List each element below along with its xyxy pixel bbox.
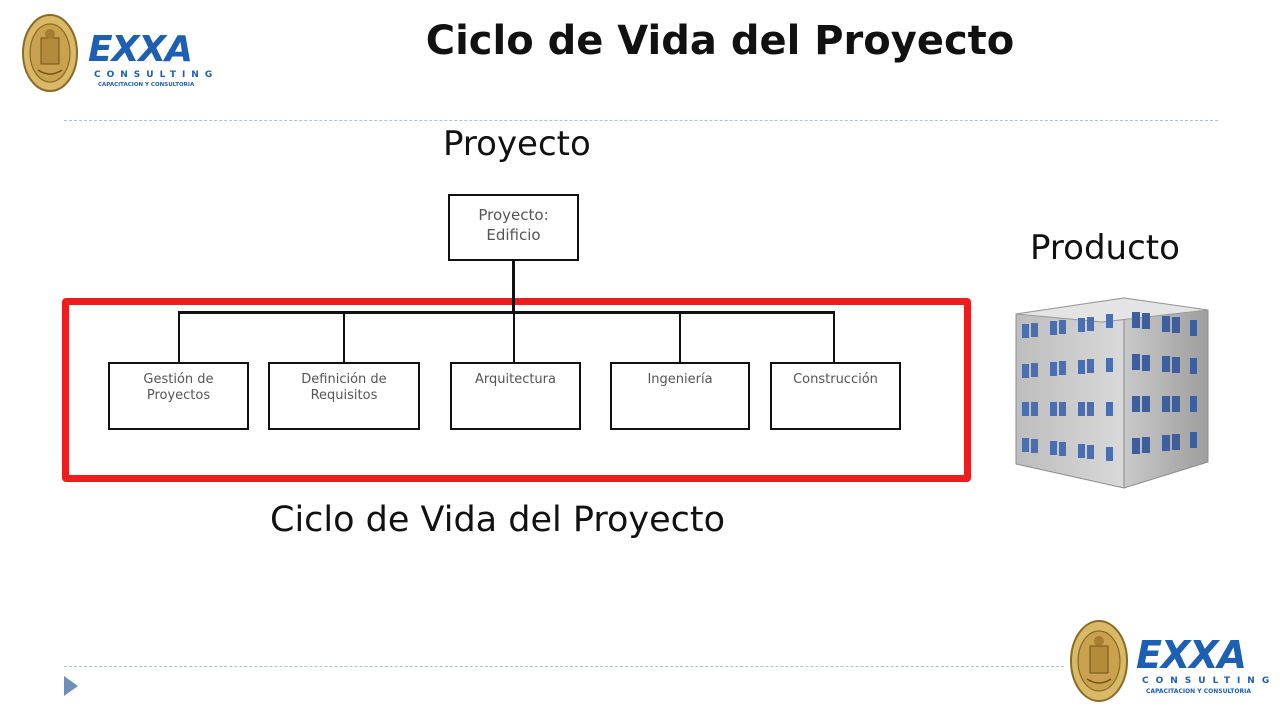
node-child: Arquitectura (450, 362, 581, 430)
logo-consulting-text: CONSULTING (1142, 676, 1277, 686)
node-child: Ingeniería (610, 362, 750, 430)
bottom-separator (64, 666, 1064, 667)
child-connector (833, 311, 835, 363)
horizontal-connector (178, 311, 835, 314)
logo-brand-text: EXXA (1136, 633, 1247, 677)
root-connector (512, 261, 515, 312)
node-child: Definición de Requisitos (268, 362, 420, 430)
university-seal-icon (22, 14, 78, 92)
product-label: Producto (1030, 228, 1180, 268)
node-child: Gestión de Proyectos (108, 362, 249, 430)
logo-brand-text: EXXA (88, 29, 193, 70)
lifecycle-label: Ciclo de Vida del Proyecto (270, 500, 725, 540)
slide-bullet-icon (64, 676, 78, 696)
child-connector (178, 311, 180, 363)
footer-logo-group: EXXA CONSULTING CAPACITACION Y CONSULTOR… (1070, 620, 1270, 704)
exxa-logo: EXXA CONSULTING CAPACITACION Y CONSULTOR… (88, 29, 219, 89)
slide-title: Ciclo de Vida del Proyecto (425, 18, 1015, 64)
logo-tagline-text: CAPACITACION Y CONSULTORIA (1146, 688, 1251, 695)
node-child: Construcción (770, 362, 901, 430)
child-connector (679, 311, 681, 363)
child-connector (513, 311, 515, 363)
child-connector (343, 311, 345, 363)
node-root-project: Proyecto: Edificio (448, 194, 579, 261)
top-separator (64, 120, 1218, 121)
logo-tagline-text: CAPACITACION Y CONSULTORIA (98, 82, 195, 88)
logo-consulting-text: CONSULTING (94, 70, 219, 80)
header-logo-group: EXXA CONSULTING CAPACITACION Y CONSULTOR… (22, 14, 212, 94)
project-label: Proyecto (443, 124, 591, 164)
exxa-logo: EXXA CONSULTING CAPACITACION Y CONSULTOR… (1136, 633, 1277, 695)
university-seal-icon (1070, 620, 1128, 702)
lifecycle-highlight-frame (62, 298, 971, 482)
building-icon (1015, 297, 1209, 489)
